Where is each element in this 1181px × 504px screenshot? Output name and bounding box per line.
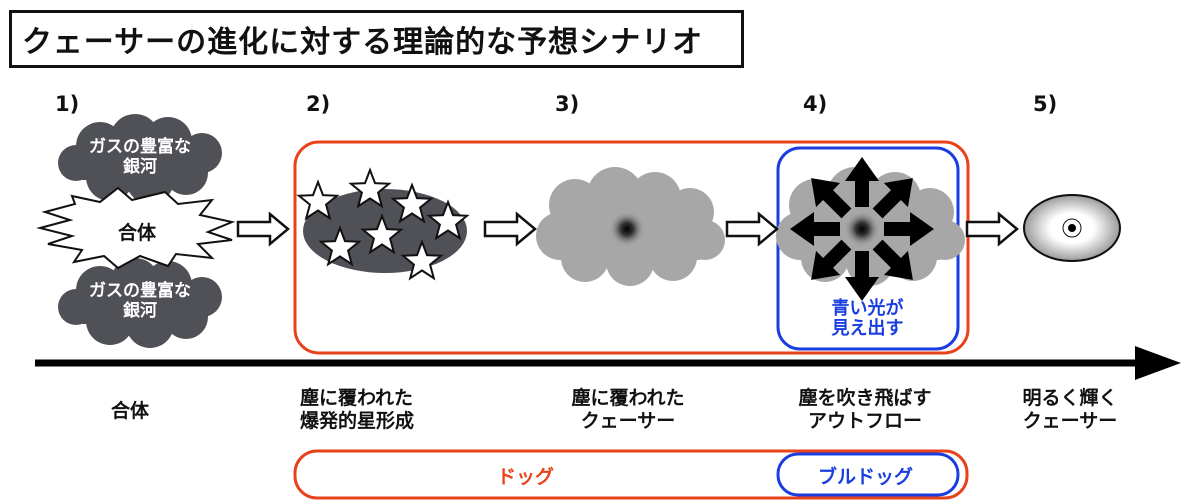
step-5-caption: 明るく輝く クェーサー — [1000, 387, 1140, 433]
outflow-arrow-icon — [845, 157, 879, 207]
cloud-top-line1: ガスの豊富な — [89, 137, 191, 157]
star-icon — [360, 213, 404, 255]
star-icon — [296, 179, 340, 221]
outflow-arrow-icon — [872, 178, 913, 219]
cloud-bottom-line2: 銀河 — [123, 301, 157, 321]
step-4-caption-line2: アウトフロー — [807, 410, 922, 432]
step-3-caption: 塵に覆われた クェーサー — [548, 387, 708, 433]
blue-light-label: 青い光が 見え出す — [800, 299, 935, 339]
bulldog-phase-bar — [776, 452, 960, 497]
flow-arrow-icon — [725, 211, 779, 247]
outflow-arrow-icon — [811, 239, 852, 280]
step-1-caption: 合体 — [85, 400, 175, 423]
star-icons — [296, 167, 470, 281]
step-3-caption-line1: 塵に覆われた — [571, 387, 685, 409]
bulldog-phase-label: ブルドッグ — [818, 466, 914, 488]
flow-arrow-icon — [965, 211, 1019, 247]
merge-label: 合体 — [118, 222, 157, 244]
step-5-caption-line1: 明るく輝く — [1022, 387, 1118, 409]
gas-rich-galaxy-label-bottom: ガスの豊富な 銀河 — [70, 281, 210, 321]
gas-rich-galaxy-cloud-bottom — [58, 258, 222, 348]
flow-arrow-icon — [483, 211, 537, 247]
star-icon — [400, 239, 444, 281]
step-1-number: 1) — [55, 92, 80, 116]
outflow-arrow-icon — [845, 251, 879, 301]
outflow-arrow-icon — [884, 212, 934, 246]
cloud-bottom-line1: ガスの豊富な — [89, 281, 191, 301]
gas-rich-galaxy-cloud-top — [58, 114, 222, 204]
time-axis-arrowhead — [1135, 346, 1181, 380]
cloud-top-line2: 銀河 — [123, 157, 157, 177]
outflow-arrow-icon — [790, 212, 840, 246]
step-2-caption-line2: 爆発的星形成 — [300, 410, 415, 432]
star-icon — [348, 167, 392, 209]
dusty-quasar-cloud — [536, 167, 725, 286]
flow-arrow-icon — [236, 211, 290, 247]
star-icon — [390, 182, 434, 224]
outflow-arrow-icon — [872, 239, 913, 280]
step-2-caption: 塵に覆われた 爆発的星形成 — [300, 387, 450, 433]
diagram-title: クェーサーの進化に対する理論的な予想シナリオ — [9, 10, 744, 68]
blue-light-line2: 見え出す — [831, 318, 904, 339]
step-2-number: 2) — [306, 92, 331, 116]
outflow-arrow-icon — [811, 178, 852, 219]
merge-burst — [36, 186, 236, 270]
blue-light-line1: 青い光が — [831, 298, 904, 319]
step-4-number: 4) — [803, 92, 828, 116]
quasar-core — [609, 211, 645, 247]
step-4-caption: 塵を吹き飛ばす アウトフロー — [780, 387, 950, 433]
gas-rich-galaxy-label-top: ガスの豊富な 銀河 — [70, 137, 210, 177]
step-5-caption-line2: クェーサー — [1022, 410, 1118, 432]
dog-phase-box — [293, 140, 970, 355]
outflow-arrows — [790, 157, 934, 301]
outflow-quasar-core — [844, 211, 880, 247]
step-2-caption-line1: 塵に覆われた — [300, 387, 414, 409]
step-3-caption-line2: クェーサー — [580, 410, 676, 432]
dog-phase-bar — [293, 449, 969, 500]
step-5-number: 5) — [1033, 92, 1058, 116]
step-1-caption-line1: 合体 — [110, 400, 149, 422]
star-icon — [318, 225, 362, 267]
dog-phase-label: ドッグ — [497, 466, 555, 488]
step-4-caption-line1: 塵を吹き飛ばす — [798, 387, 932, 409]
flow-arrows — [236, 211, 1019, 247]
star-icon — [426, 199, 470, 241]
step-3-number: 3) — [555, 92, 580, 116]
